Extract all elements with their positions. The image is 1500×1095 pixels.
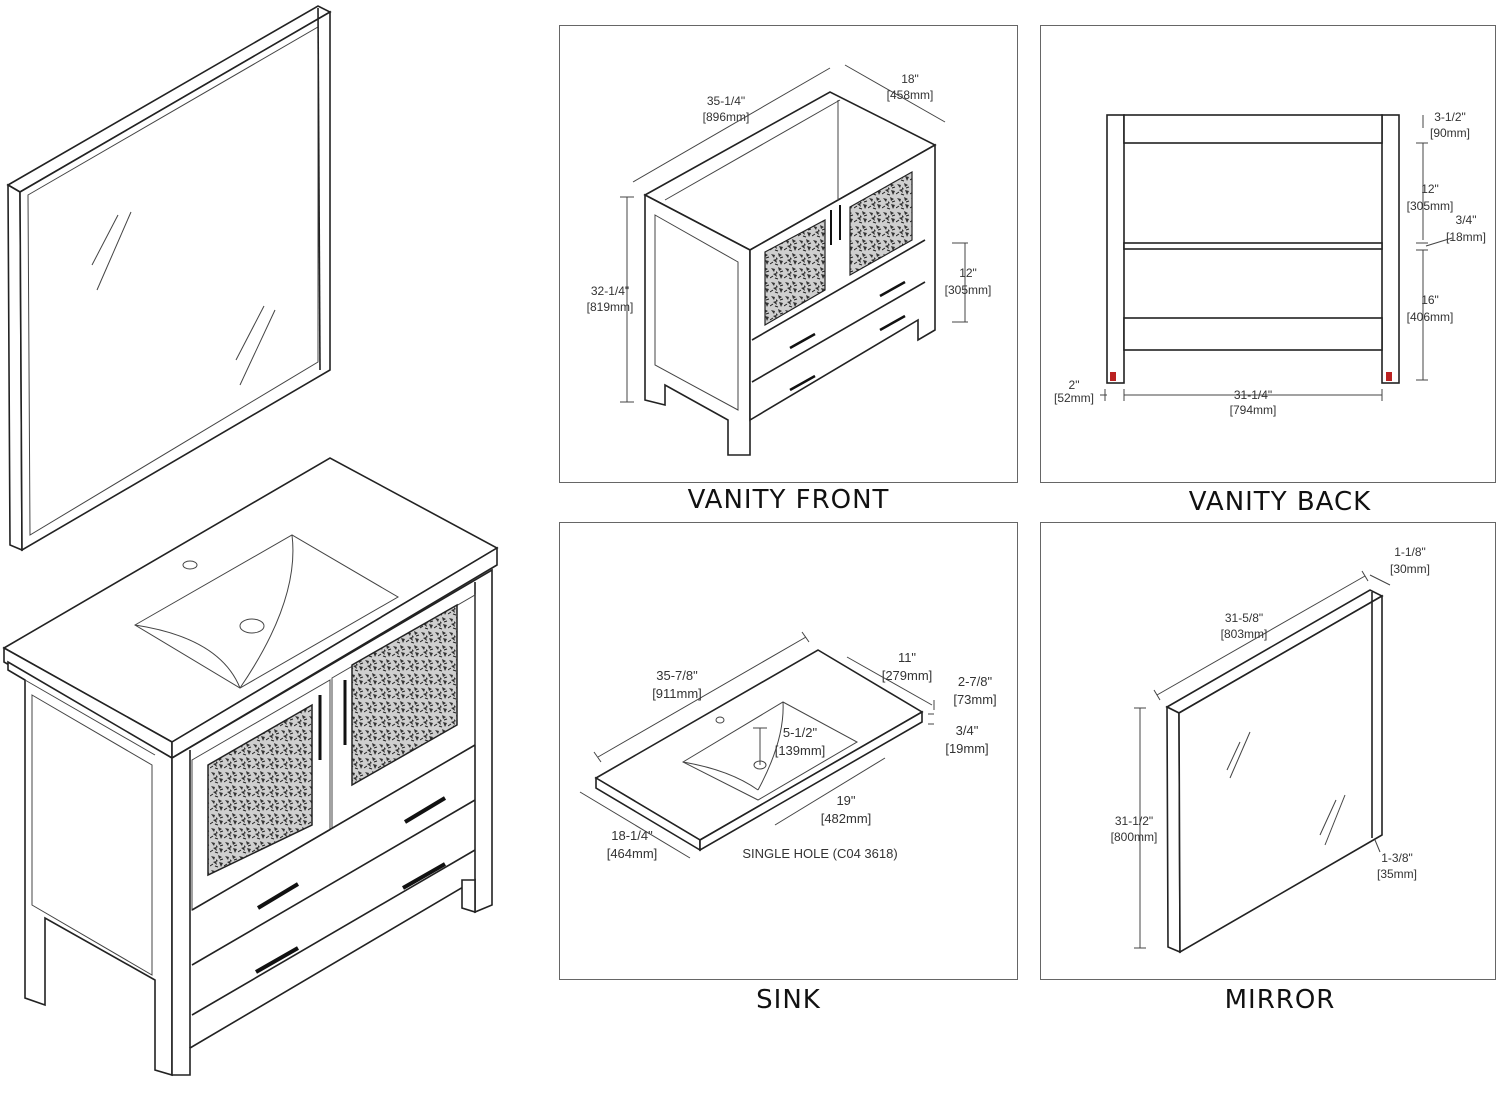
- back-shelf-label: 3/4": [1456, 213, 1477, 227]
- front-width-mm: [896mm]: [703, 110, 750, 124]
- sink-thickness-label: 3/4": [956, 723, 979, 738]
- sink-bowl-depth-label: 5-1/2": [783, 725, 818, 740]
- back-top-rail-mm: [90mm]: [1430, 126, 1470, 140]
- mirror-depth-mm: [30mm]: [1390, 562, 1430, 576]
- back-inner-width-mm: [794mm]: [1230, 403, 1277, 417]
- sink-depth-label: 18-1/4": [611, 828, 653, 843]
- sink-depth-back-label: 11": [898, 650, 916, 665]
- front-height-label: 32-1/4": [591, 284, 629, 298]
- sink-thickness-mm: [19mm]: [945, 741, 988, 756]
- back-lower-gap-label: 16": [1421, 293, 1439, 307]
- product-illustration: [2, 5, 499, 1077]
- sink-length-label: 35-7/8": [656, 668, 698, 683]
- back-inner-width-label: 31-1/4": [1234, 388, 1272, 402]
- front-depth-mm: [458mm]: [887, 88, 934, 102]
- mirror-width-mm: [803mm]: [1221, 627, 1268, 641]
- mirror-width-label: 31-5/8": [1225, 611, 1263, 625]
- back-leg-mm: [52mm]: [1054, 391, 1094, 405]
- vanity-back-caption: VANITY BACK: [1188, 487, 1372, 517]
- back-lower-gap-mm: [406mm]: [1407, 310, 1454, 324]
- back-shelf-mm: [18mm]: [1446, 230, 1486, 244]
- vanity-illustration: [2, 457, 499, 1077]
- back-leg-label: 2": [1069, 378, 1080, 392]
- sink-backsplash-label: 2-7/8": [958, 674, 993, 689]
- sink-bowl-width-label: 19": [836, 793, 855, 808]
- mirror-frame-label: 1-3/8": [1381, 851, 1413, 865]
- vanity-front-caption: VANITY FRONT: [687, 485, 890, 515]
- sink-depth-back-mm: [279mm]: [882, 668, 933, 683]
- back-top-rail-label: 3-1/2": [1434, 110, 1466, 124]
- sink-length-mm: [911mm]: [652, 686, 702, 701]
- mirror-illustration: [6, 5, 332, 552]
- mirror-depth-label: 1-1/8": [1394, 545, 1426, 559]
- sink-bowl-depth-mm: [139mm]: [775, 743, 826, 758]
- mirror-height-label: 31-1/2": [1115, 814, 1153, 828]
- sink-depth-mm: [464mm]: [607, 846, 658, 861]
- front-height-mm: [819mm]: [587, 300, 634, 314]
- front-depth-label: 18": [901, 72, 919, 86]
- sink-backsplash-mm: [73mm]: [953, 692, 996, 707]
- sink-bowl-width-mm: [482mm]: [821, 811, 872, 826]
- front-width-label: 35-1/4": [707, 94, 745, 108]
- mirror-frame-mm: [35mm]: [1377, 867, 1417, 881]
- sink-caption: SINK: [756, 985, 821, 1015]
- sink-note: SINGLE HOLE (C04 3618): [742, 846, 897, 861]
- front-door-label: 12": [959, 266, 977, 280]
- back-upper-gap-label: 12": [1421, 182, 1439, 196]
- back-upper-gap-mm: [305mm]: [1407, 199, 1454, 213]
- mirror-height-mm: [800mm]: [1111, 830, 1158, 844]
- mirror-caption: MIRROR: [1224, 985, 1336, 1015]
- front-door-mm: [305mm]: [945, 283, 992, 297]
